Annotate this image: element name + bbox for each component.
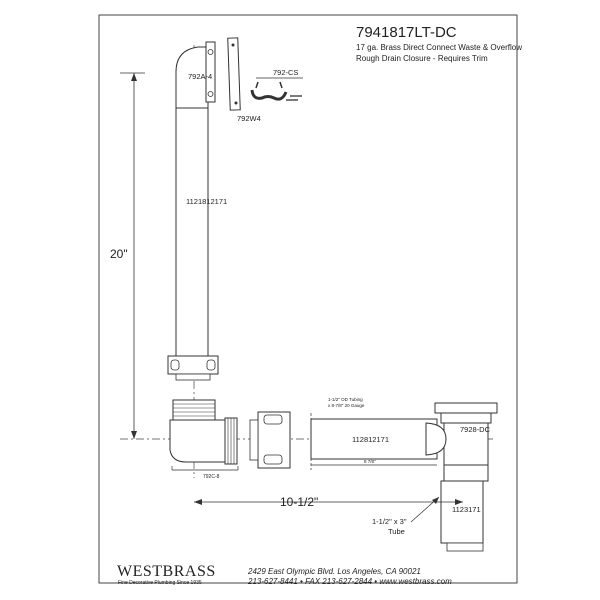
tailpiece-tube xyxy=(440,480,484,544)
vertical-tube xyxy=(175,107,209,357)
part-label-long-tube: 1121812171 xyxy=(186,197,227,206)
model-number: 7941817LT-DC xyxy=(356,24,457,41)
tailpiece-cap xyxy=(446,542,484,552)
description-line-1: 17 ga. Brass Direct Connect Waste & Over… xyxy=(356,43,522,52)
tee-fitting xyxy=(169,399,238,465)
closure-cap xyxy=(250,81,302,101)
tube-callout-arrow xyxy=(432,497,439,504)
overflow-elbow xyxy=(175,41,216,109)
width-dim-arrow-right xyxy=(455,499,463,505)
height-dimension: 20" xyxy=(110,247,128,261)
drain-body xyxy=(425,402,498,482)
company-contact: 213-627-8441 • FAX 213-627-2844 • www.we… xyxy=(247,577,452,586)
width-dimension: 10-1/2" xyxy=(280,495,318,509)
width-dim-arrow-left xyxy=(194,499,202,505)
slip-nut xyxy=(167,355,219,381)
sheet-border xyxy=(98,14,518,584)
description-line-2: Rough Drain Closure - Requires Trim xyxy=(356,54,488,63)
part-label-tailpiece: 1123171 xyxy=(452,505,481,514)
tube-callout-line-1: 1-1/2" x 3" xyxy=(372,517,407,526)
tubing-note-line-1: 1-1/2" OD Tubing xyxy=(328,397,363,402)
tee-bracket xyxy=(171,466,239,471)
part-label-792a4: 792A-4 xyxy=(188,72,212,81)
brand-tagline: Fine Decorative Plumbing Since 1935 xyxy=(118,580,202,586)
part-label-792cs: 792-CS xyxy=(273,68,298,77)
part-label-792c8: 792C-8 xyxy=(203,474,220,480)
side-slip-nut xyxy=(249,411,291,469)
height-dim-arrow-top xyxy=(131,73,137,81)
height-dim-arrow-bottom xyxy=(131,431,137,439)
tube-callout-line-2: Tube xyxy=(388,527,405,536)
company-address: 2429 East Olympic Blvd. Los Angeles, CA … xyxy=(247,567,421,576)
gasket-plate xyxy=(227,37,241,111)
tubing-note-line-2: x 8-7/8" 20 Gauge xyxy=(328,403,365,408)
part-label-drain-tube: 112812171 xyxy=(352,435,389,444)
brand-logo: WESTBRASS xyxy=(117,563,216,580)
tube-length-dimension: 8 7/8" xyxy=(364,459,376,464)
part-label-792w4: 792W4 xyxy=(237,114,261,123)
part-label-7928dc: 7928-DC xyxy=(460,425,491,434)
